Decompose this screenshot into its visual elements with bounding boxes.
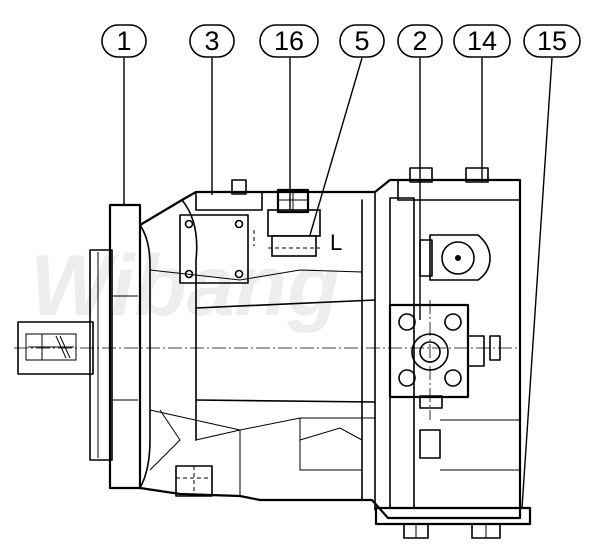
svg-text:1: 1 [116,26,131,56]
svg-text:15: 15 [537,26,567,56]
callout-15: 15 [523,24,581,58]
svg-text:16: 16 [274,26,304,56]
mounting-flange [89,203,142,490]
svg-text:14: 14 [467,26,497,56]
callout-14: 14 [453,24,511,58]
callout-3: 3 [189,24,235,58]
leader-lines [123,57,553,509]
port-l-fitting: L [253,188,342,257]
callout-1: 1 [101,24,147,58]
callout-16: 16 [259,24,319,58]
svg-text:5: 5 [354,26,369,56]
regulator-valve-plate [388,303,501,409]
callout-2: 2 [397,24,443,58]
top-cover-plate [179,179,263,284]
svg-text:2: 2 [412,26,427,56]
drain-fitting [175,465,213,497]
port-l-label: L [330,230,342,255]
svg-text:3: 3 [204,26,219,56]
drive-shaft [17,321,94,375]
callout-5: 5 [339,24,385,58]
base-plate [374,506,532,539]
